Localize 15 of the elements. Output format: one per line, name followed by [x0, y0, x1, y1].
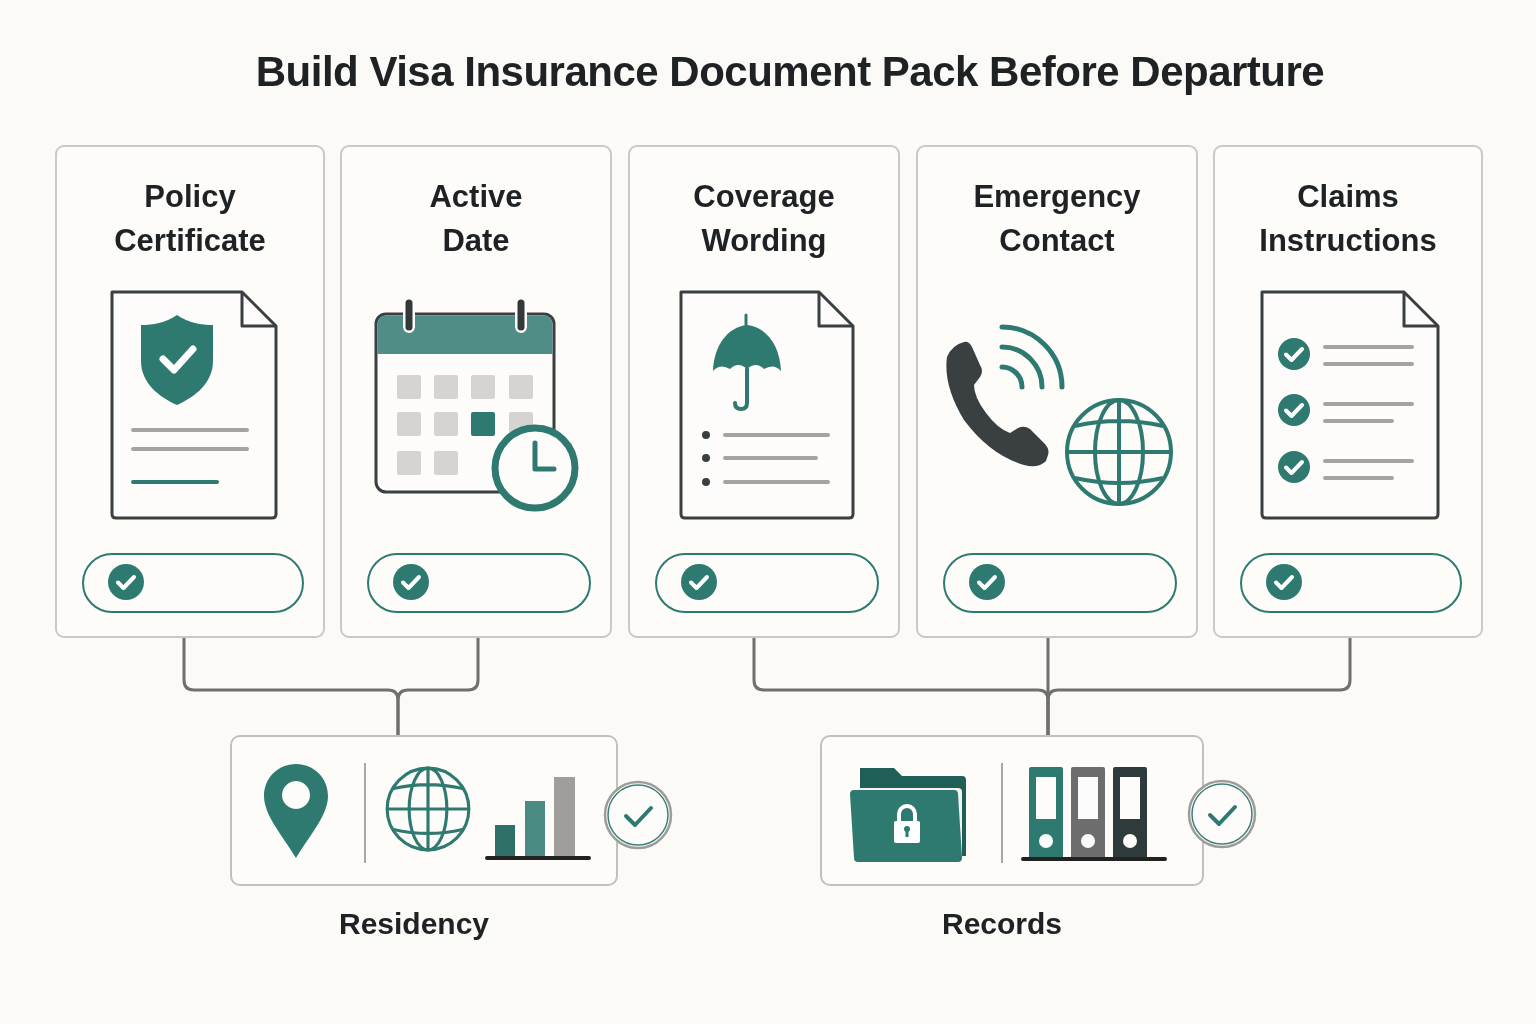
card: [628, 145, 900, 638]
title: Build Visa Insurance Document Pack Before Departure: [255, 47, 1325, 97]
panel-label: Residency: [338, 906, 490, 942]
card-title: Emergency Contact: [973, 178, 1141, 260]
card-title: Coverage Wording: [693, 178, 835, 260]
card: [1213, 145, 1483, 638]
card: [55, 145, 325, 638]
panel-label: Records: [942, 906, 1062, 942]
card-title: Policy Certificate: [114, 178, 266, 260]
connector-line: [396, 638, 480, 735]
card: [916, 145, 1198, 638]
card-title: Active Date: [429, 178, 523, 260]
card-title: Claims Instructions: [1259, 178, 1437, 260]
connector-line: [1046, 638, 1352, 735]
card: [340, 145, 612, 638]
